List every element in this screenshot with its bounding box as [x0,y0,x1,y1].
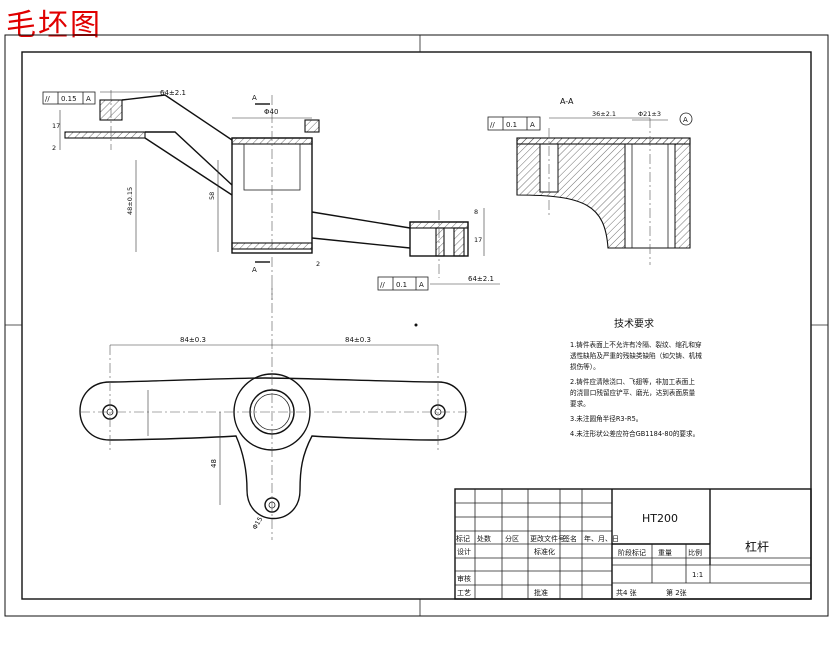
section-mark-top: A [252,94,257,102]
small-mark-dot [414,323,418,327]
tech-item-2c: 要求。 [570,399,590,408]
tech-item-3: 3.未注圆角半径R3-R5。 [570,414,642,423]
tb-scale: 1:1 [692,571,703,579]
top-view: 84±0.3 84±0.3 48 Φ15 [79,285,470,540]
tech-item-2b: 的浇冒口残留应铲平、磨光，达到表面质量 [570,388,696,397]
tb-standard: 标准化 [534,547,555,556]
tech-item-1a: 1.铸件表面上不允许有冷隔、裂纹、缩孔和穿 [570,340,702,349]
dim-front-right-b: 8 [474,208,478,216]
outer-border [4,34,829,617]
dim-front-boss-dia: Φ40 [264,108,278,116]
dim-front-right-c: 17 [474,236,482,244]
tech-requirements: 技术要求 1.铸件表面上不允许有冷隔、裂纹、缩孔和穿 透性缺陷及严重的残缺类缺陷… [570,317,702,438]
section-view: A-A 36±2.1 Φ21±3 A // 0.1 A [487,97,693,265]
dim-front-height-left: 17 [52,122,60,130]
tb-weight: 重量 [658,549,672,557]
dim-top-right: 84±0.3 [345,336,371,344]
tb-rev-mark: 标记 [456,534,470,543]
tb-approve: 批准 [534,588,548,597]
tol-front-left: 0.15 [61,95,77,103]
tb-rev-zone: 分区 [505,534,519,543]
tb-scale-label: 比例 [688,548,702,557]
title-block: HT200 杠杆 标记 处数 分区 更改文件号 签名 年、月、日 设计 标准化 … [454,488,812,600]
dim-top-dia: Φ15 [251,515,265,531]
dim-top-height: 48 [210,459,218,468]
inner-border [21,51,812,600]
dim-front-top-left: 64±2.1 [160,89,186,97]
tol-section: 0.1 [506,121,517,129]
tech-title: 技术要求 [614,317,654,330]
tol-section-datum: A [530,121,535,129]
tb-rev-docno: 更改文件号 [530,534,565,543]
section-mark-bottom: A [252,266,257,274]
dim-front-right-a: 2 [316,260,320,268]
tech-item-4: 4.未注形状公差应符合GB1184-80的要求。 [570,429,699,438]
tol-section-symbol: // [490,121,495,129]
tb-sheets-total: 共4 张 [616,588,637,597]
dim-front-height-left2: 2 [52,144,56,152]
dim-section-right: Φ21±3 [638,110,661,118]
tb-review: 审核 [457,574,471,583]
tb-rev-sign: 签名 [563,534,577,543]
tb-stage: 阶段标记 [618,548,646,557]
dim-top-left: 84±0.3 [180,336,206,344]
centering-marks [5,35,828,616]
dim-front-bottom-right: 64±2.1 [468,275,494,283]
tb-design: 设计 [457,547,471,556]
section-label: A-A [560,97,574,106]
dim-front-height-main: 58 [208,192,216,200]
section-datum-circle-label: A [683,116,688,124]
tol-parallel-left-symbol: // [45,95,50,103]
tb-sheet-no: 第 2张 [666,588,687,597]
tb-process: 工艺 [457,589,471,597]
tb-part-name: 杠杆 [745,539,769,554]
tol-front-right-datum: A [419,281,424,289]
tech-item-1b: 透性缺陷及严重的残缺类缺陷（如欠铸、机械 [570,351,702,360]
tb-material: HT200 [642,512,678,525]
dim-section-left: 36±2.1 [592,110,616,118]
tol-front-right: 0.1 [396,281,407,289]
tb-rev-date: 年、月、日 [584,534,619,543]
tb-rev-count: 处数 [477,534,491,543]
tech-item-2a: 2.铸件应清除浇口、飞翅等，非加工表面上 [570,377,695,386]
tol-front-left-datum: A [86,95,91,103]
tol-parallel-right-symbol: // [380,281,385,289]
stamp-title: 毛坯图 [6,8,102,43]
dim-front-height-arm: 48±0.15 [126,187,134,215]
front-view: A A 64±2.1 Φ40 // 0.15 A 17 2 48±0.15 58… [42,89,500,300]
tech-item-1c: 损伤等）。 [570,362,600,371]
